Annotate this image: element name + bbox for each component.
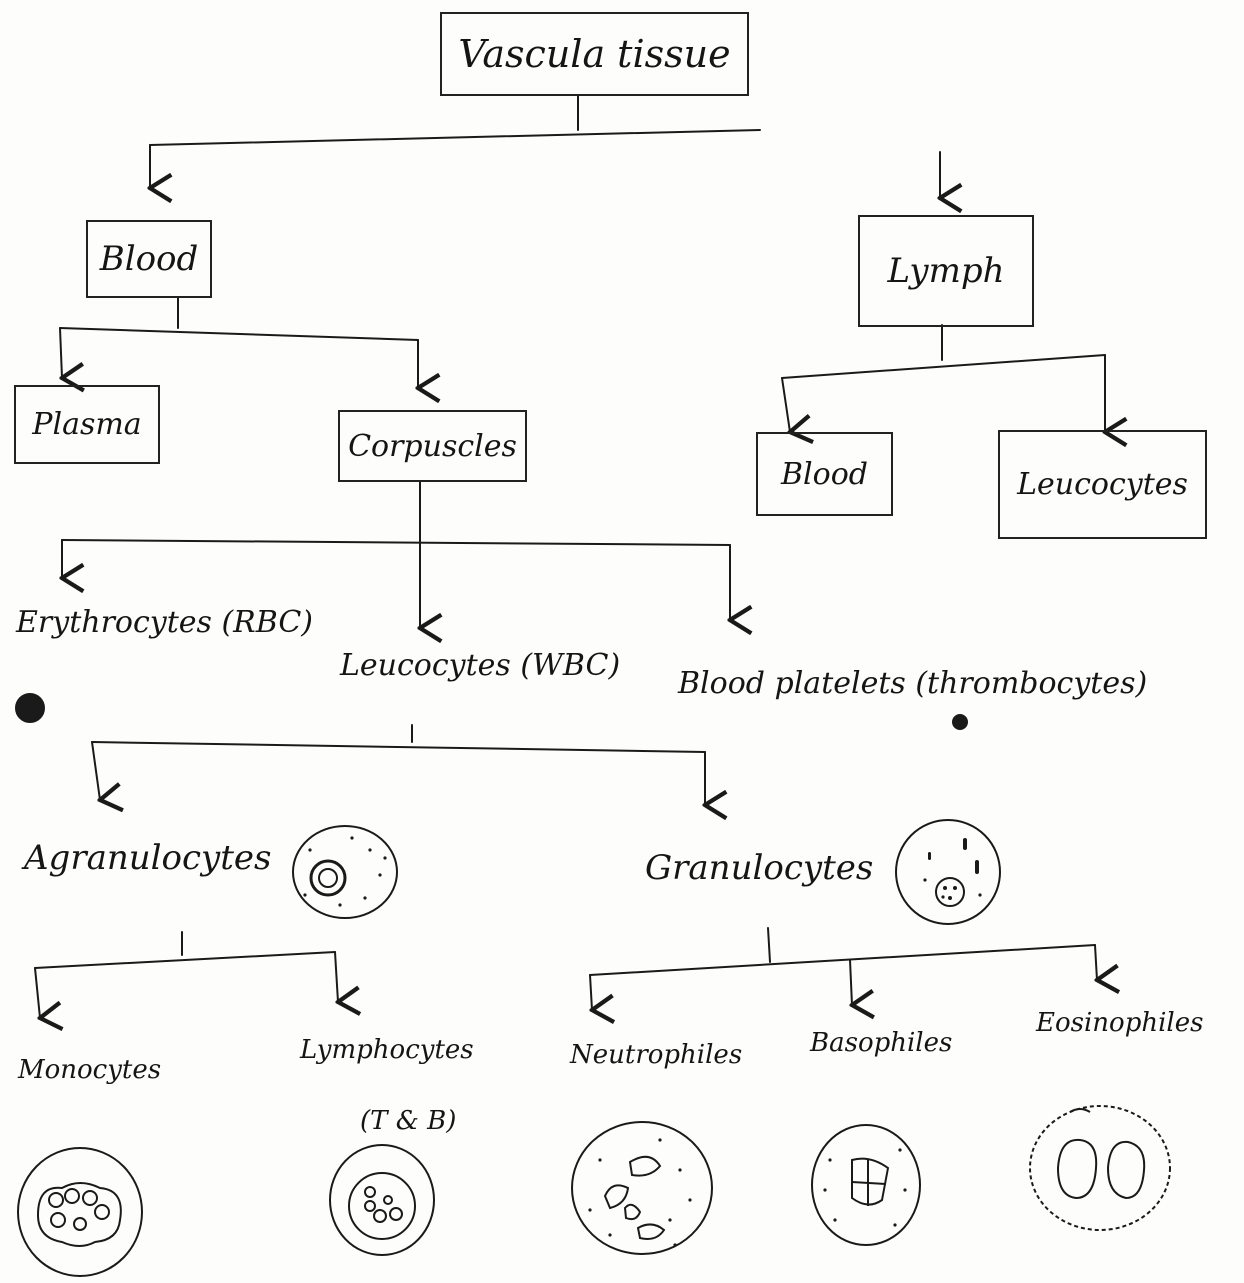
agranulocyte-cell-sketch	[292, 825, 398, 919]
node-agranulocytes: Agranulocytes	[24, 838, 272, 878]
connector-granulocytes-stem	[767, 927, 771, 963]
node-granulocytes: Granulocytes	[645, 848, 874, 888]
node-vascular-tissue: Vascula tissue	[440, 12, 749, 96]
node-lymph: Lymph	[858, 215, 1034, 327]
connector-blood-bar	[59, 327, 419, 341]
arrow-to-lymph-blood	[781, 377, 790, 432]
node-neutrophiles: Neutrophiles	[570, 1040, 743, 1070]
node-lymph-leucocytes: Leucocytes	[998, 430, 1207, 539]
arrow-to-monocytes	[34, 967, 40, 1018]
neutrophile-cell-sketch	[571, 1121, 713, 1255]
node-lymphocytes: Lymphocytes	[300, 1035, 474, 1065]
granulocyte-cell-sketch	[895, 819, 1001, 925]
connector-corpuscles-bar	[61, 539, 731, 546]
connector-wbc-bar	[91, 741, 706, 753]
connector-root-bar	[149, 129, 761, 146]
arrow-to-neutrophiles	[590, 974, 592, 1010]
arrow-to-plasma	[60, 327, 62, 378]
basophile-cell-sketch	[811, 1124, 921, 1246]
rbc-sketch	[15, 693, 45, 723]
node-lymph-blood: Blood	[756, 432, 893, 516]
node-monocytes: Monocytes	[18, 1055, 162, 1085]
node-blood: Blood	[86, 220, 212, 298]
node-leucocytes: Leucocytes (WBC)	[340, 648, 621, 683]
node-eosinophiles: Eosinophiles	[1036, 1008, 1204, 1038]
node-erythrocytes: Erythrocytes (RBC)	[16, 605, 314, 640]
connector-lymph-bar	[781, 354, 1106, 379]
arrow-to-agranulocytes	[91, 741, 100, 800]
arrow-to-eosinophiles	[1095, 944, 1097, 980]
connector-granulocytes-bar	[589, 944, 1096, 976]
node-lymphocytes-sub: (T & B)	[360, 1106, 457, 1136]
arrow-to-lymphocytes	[334, 951, 338, 1002]
eosinophile-cell-sketch	[1029, 1105, 1171, 1231]
monocyte-cell-sketch	[17, 1147, 143, 1277]
node-corpuscles: Corpuscles	[338, 410, 527, 482]
lymphocyte-cell-sketch	[329, 1144, 435, 1256]
platelet-sketch	[952, 714, 968, 730]
node-blood-platelets: Blood platelets (thrombocytes)	[678, 666, 1148, 701]
connector-agranulocytes-bar	[34, 951, 336, 969]
arrow-to-basophiles	[850, 959, 852, 1005]
node-plasma: Plasma	[14, 385, 160, 464]
node-basophiles: Basophiles	[810, 1028, 953, 1058]
